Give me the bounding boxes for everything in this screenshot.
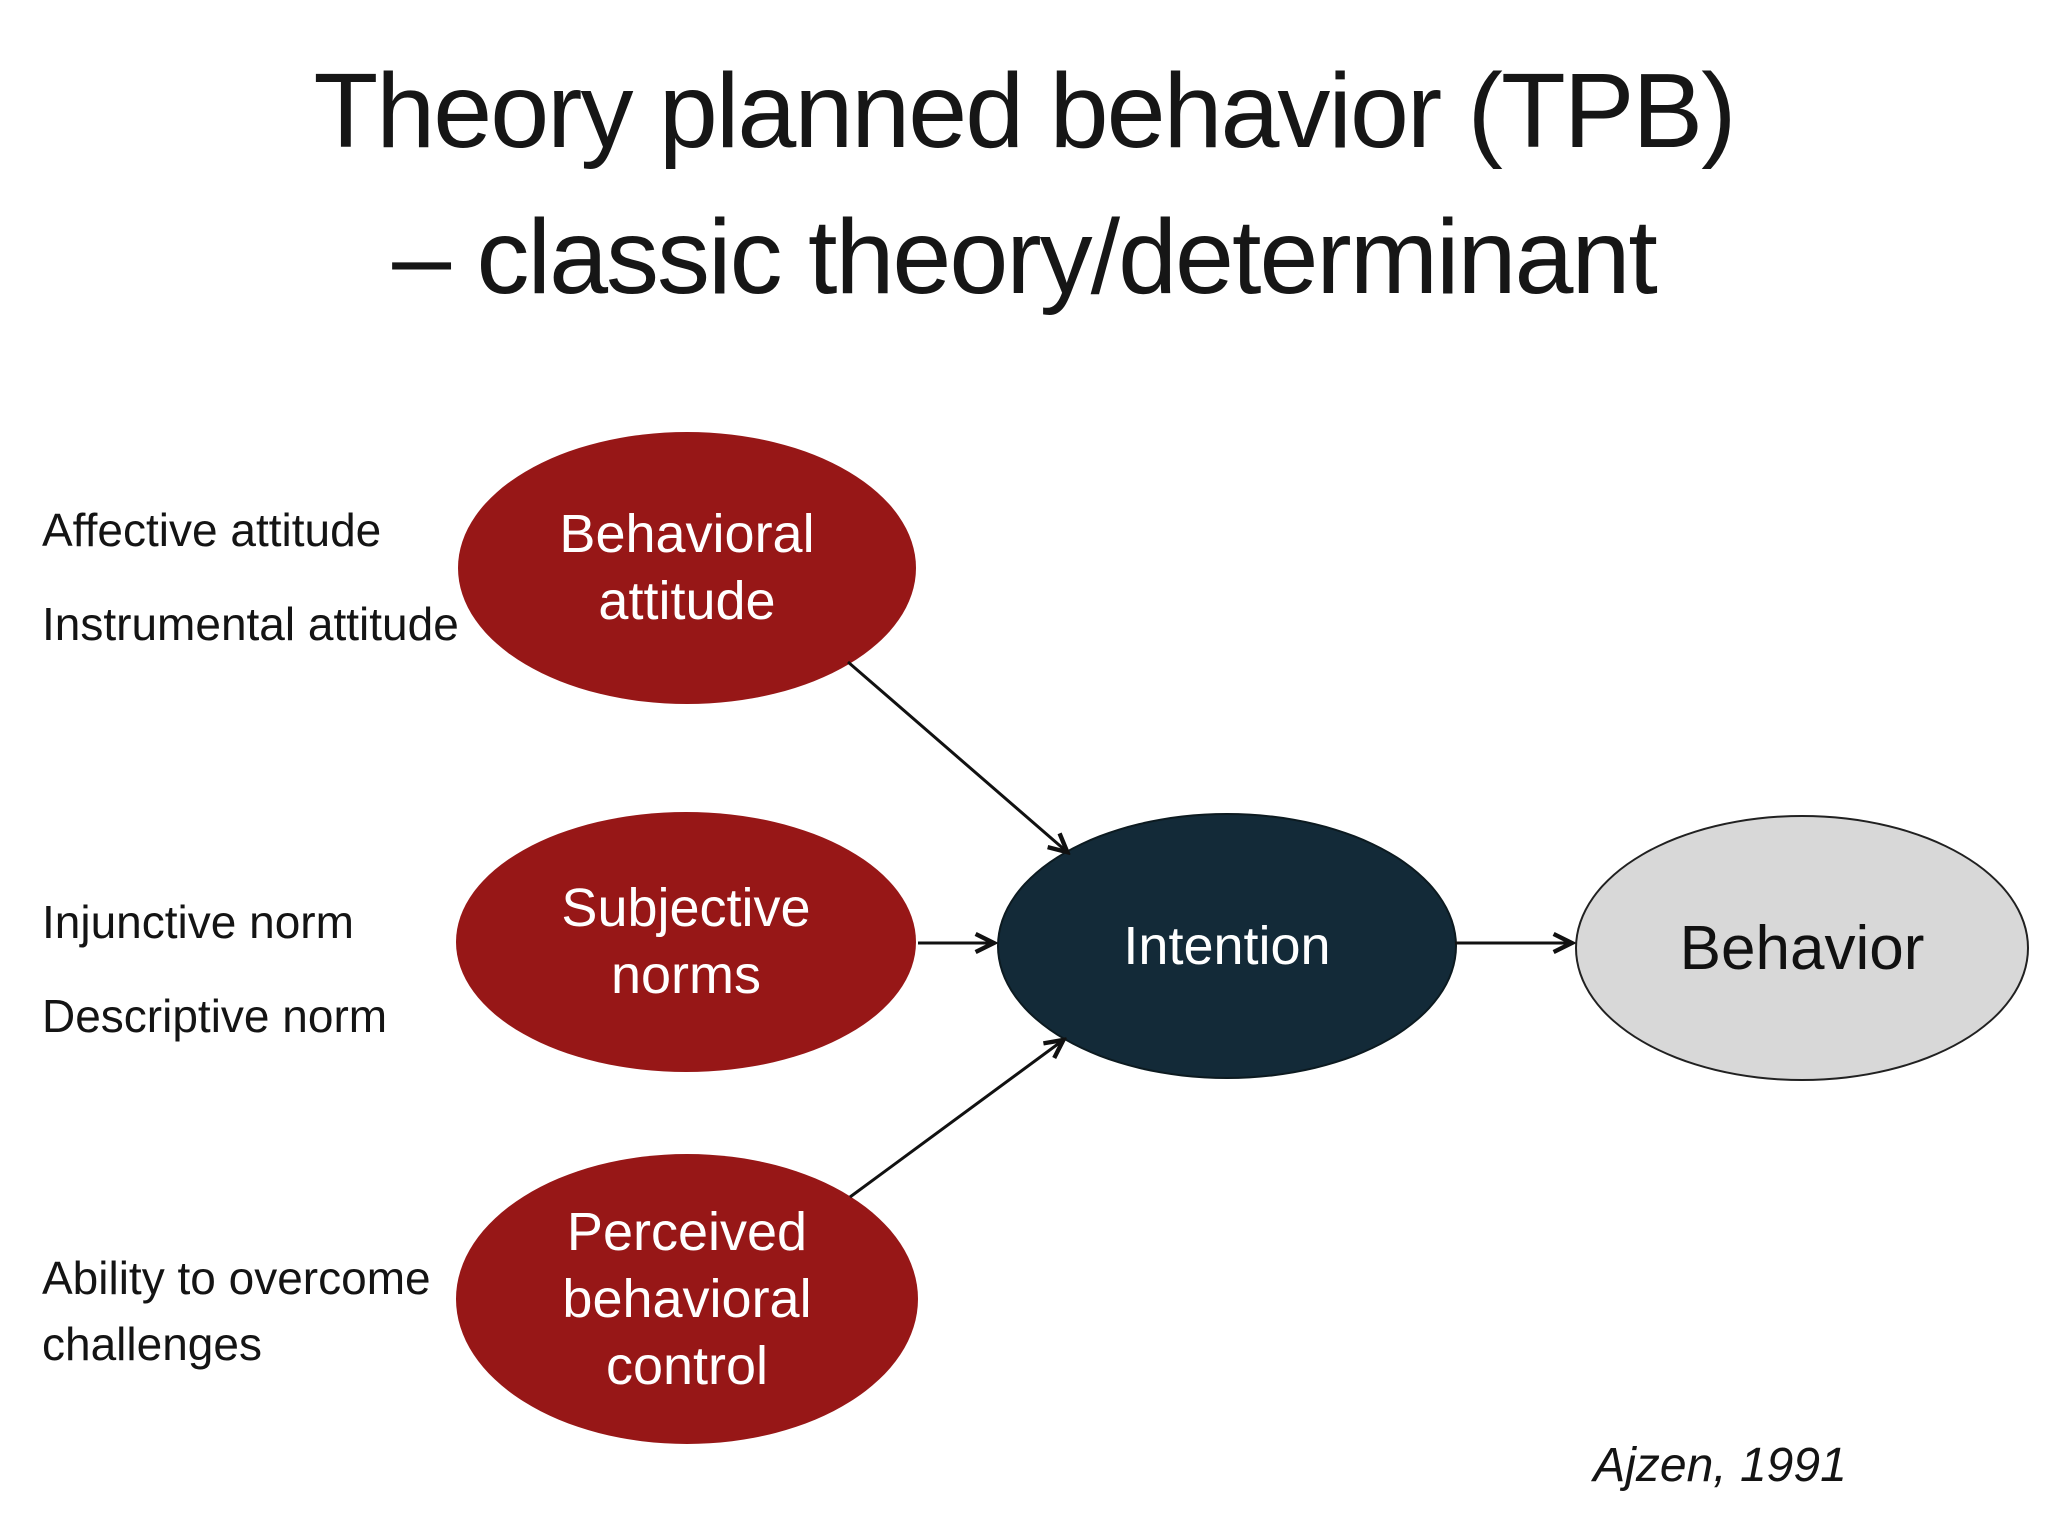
node-subjective-norms: Subjective norms xyxy=(456,812,916,1072)
title-line-2: – classic theory/determinant xyxy=(392,198,1658,316)
slide-title: Theory planned behavior (TPB) – classic … xyxy=(0,38,2048,330)
node-perceived-behavioral-control: Perceived behavioral control xyxy=(456,1154,918,1444)
arrow-behavioral-attitude-to-intention xyxy=(847,660,1066,851)
arrow-perceived-behavioral-control-to-intention xyxy=(849,1041,1062,1199)
node-behavioral-attitude-label: Behavioral attitude xyxy=(559,504,815,631)
node-subjective-norms-label: Subjective norms xyxy=(561,878,811,1005)
node-behavior-label: Behavior xyxy=(1679,913,1925,983)
node-perceived-behavioral-control-label: Perceived behavioral control xyxy=(562,1201,812,1396)
side-label-affective-attitude: Affective attitude xyxy=(42,504,382,556)
citation: Ajzen, 1991 xyxy=(1593,1439,1847,1492)
side-label-descriptive-norm: Descriptive norm xyxy=(42,990,388,1042)
side-labels-attitude: Affective attitude Instrumental attitude xyxy=(42,500,459,688)
side-labels-norms: Injunctive norm Descriptive norm xyxy=(42,892,387,1080)
node-behavioral-attitude: Behavioral attitude xyxy=(458,432,916,704)
side-label-instrumental-attitude: Instrumental attitude xyxy=(42,598,459,650)
node-behavior: Behavior xyxy=(1575,815,2029,1081)
node-intention: Intention xyxy=(997,813,1457,1079)
title-line-1: Theory planned behavior (TPB) xyxy=(313,52,1737,170)
node-intention-label: Intention xyxy=(1123,915,1331,976)
side-label-ability-to-overcome-challenges: Ability to overcome challenges xyxy=(42,1252,431,1370)
side-label-injunctive-norm: Injunctive norm xyxy=(42,896,354,948)
side-labels-control: Ability to overcome challenges xyxy=(42,1245,472,1377)
